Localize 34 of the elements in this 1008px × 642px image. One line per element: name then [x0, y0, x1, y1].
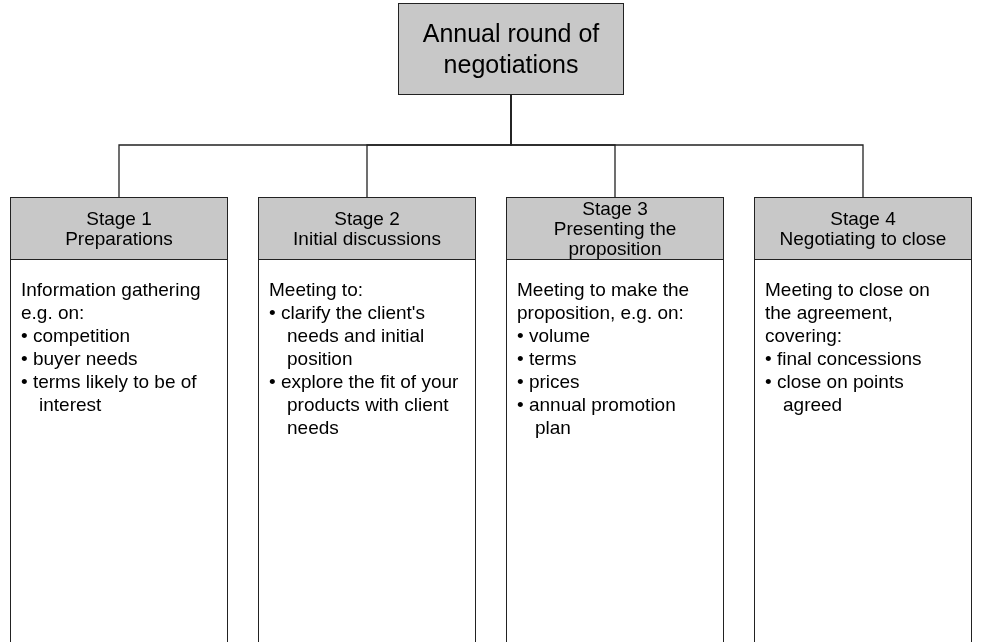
body-text: Meeting to close on the agreement, covering: — [765, 278, 931, 347]
stage-body-box — [258, 259, 476, 642]
stage-title: Stage 1 — [86, 208, 152, 229]
stage-header-box — [258, 197, 476, 260]
stage-header-box — [506, 197, 724, 260]
stage-title: Stage 2 — [334, 208, 400, 229]
bullet-item: • close on points agreed — [765, 370, 905, 416]
bullet-item: • clarify the client's needs and initial position — [269, 301, 426, 370]
stage-title: Stage 3 — [582, 198, 648, 219]
bullet-item: • final concessions — [765, 347, 923, 370]
bullet-item: • annual promotion plan — [517, 393, 677, 439]
stage-title: Presenting the proposition — [552, 218, 678, 259]
body-text: Meeting to make the proposition, e.g. on: — [517, 278, 691, 324]
bullet-item: • prices — [517, 370, 581, 393]
stage-header-box — [10, 197, 228, 260]
title-text: Annual round of negotiations — [421, 18, 601, 80]
stage-body-box — [506, 259, 724, 642]
body-text: Meeting to: — [269, 278, 364, 301]
stage-title: Preparations — [65, 228, 173, 249]
bullet-item: • volume — [517, 324, 592, 347]
connector-line — [510, 94, 864, 198]
title-box — [398, 3, 624, 95]
stage-body-box — [754, 259, 972, 642]
bullet-item: • competition — [21, 324, 132, 347]
bullet-item: • terms likely to be of interest — [21, 370, 198, 416]
stage-header-box — [754, 197, 972, 260]
bullet-item: • explore the fit of your products with client needs — [269, 370, 460, 439]
bullet-item: • buyer needs — [21, 347, 139, 370]
stage-title: Initial discussions — [293, 228, 441, 249]
stage-body-box — [10, 259, 228, 642]
bullet-item: • terms — [517, 347, 578, 370]
stage-title: Negotiating to close — [779, 228, 947, 249]
stage-title: Stage 4 — [830, 208, 896, 229]
body-text: Information gathering e.g. on: — [21, 278, 202, 324]
